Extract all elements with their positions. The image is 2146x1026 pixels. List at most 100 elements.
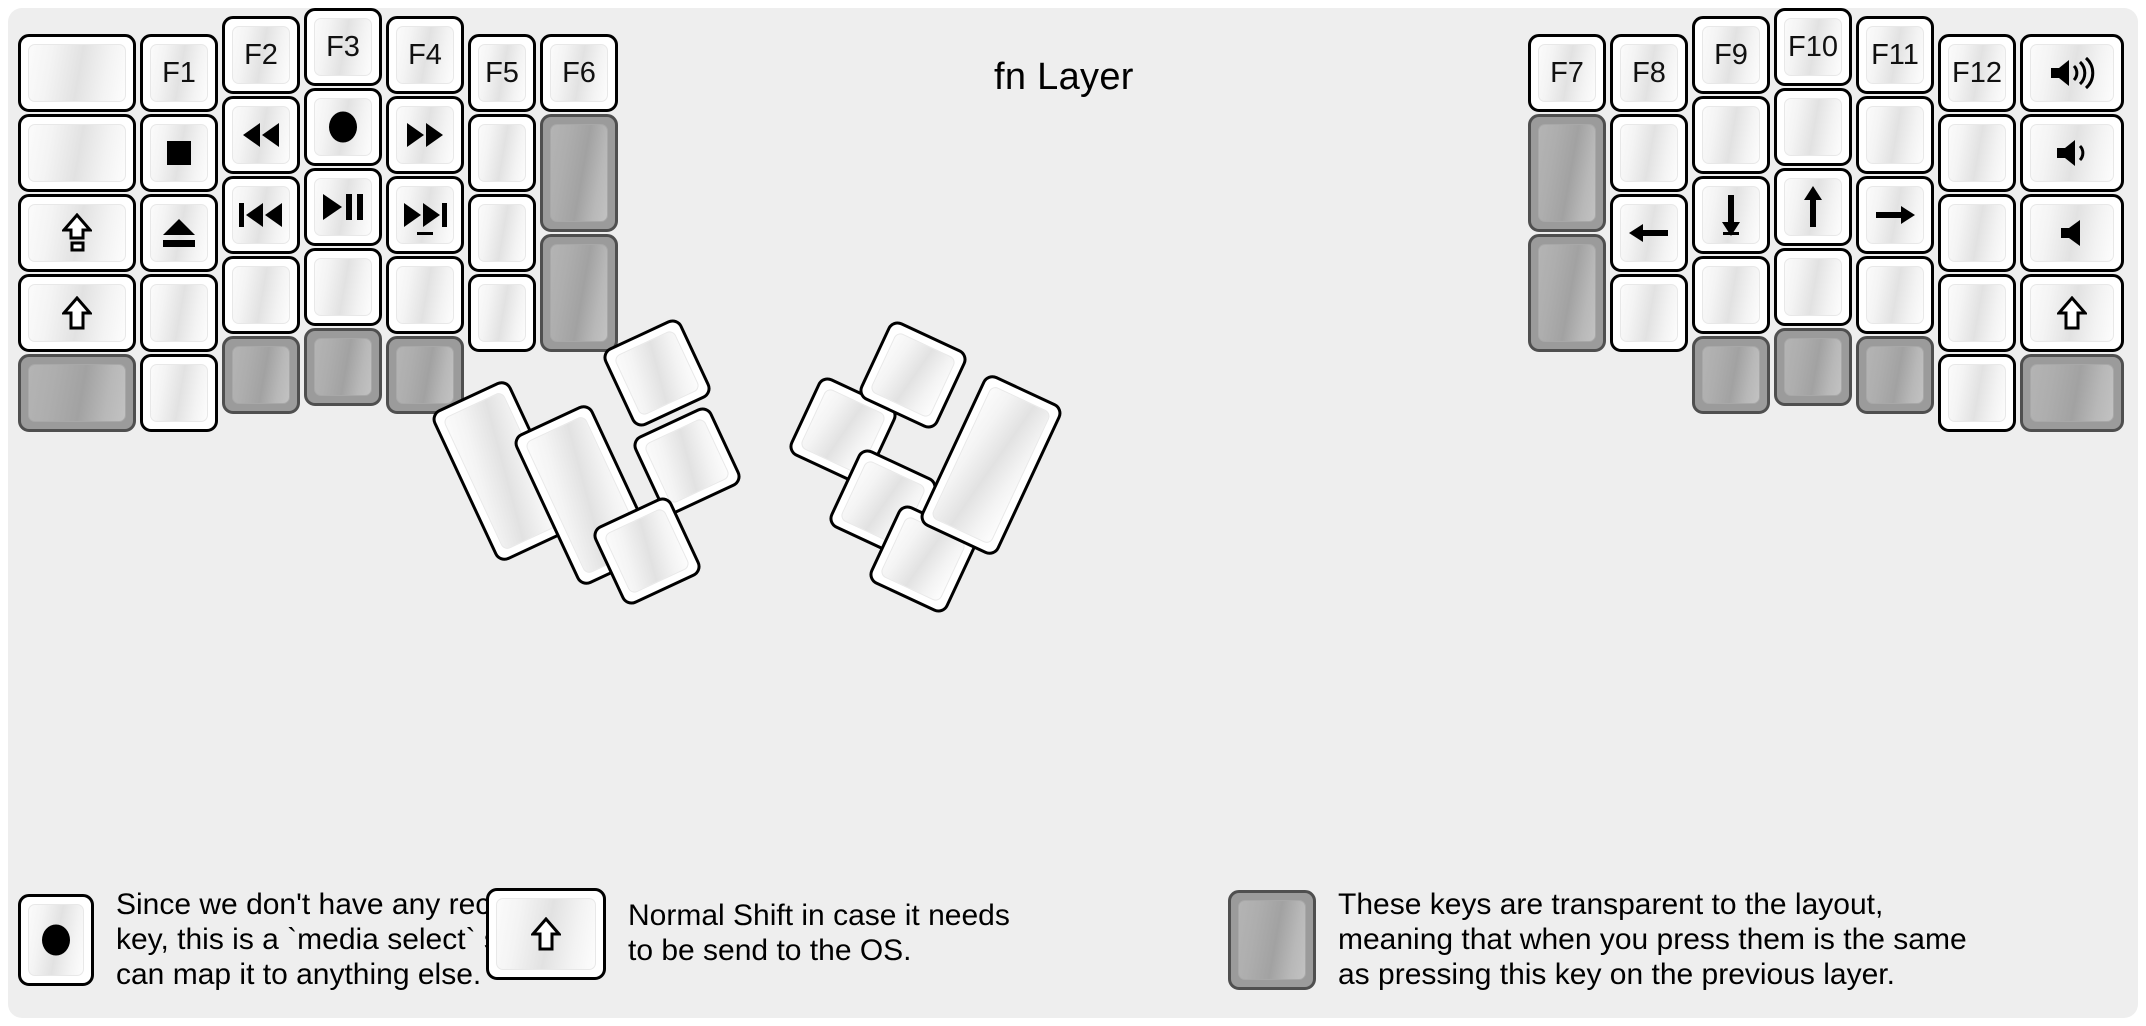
key-r-c3-r4[interactable] <box>1692 256 1770 334</box>
key-r-c5-r2[interactable] <box>1856 96 1934 174</box>
key-r-c7-r4-shift[interactable] <box>2020 274 2124 352</box>
key-r-c4-r2[interactable] <box>1774 88 1852 166</box>
key-l-c4-r2-media-record[interactable] <box>304 88 382 166</box>
keycap-surface <box>478 124 526 182</box>
key-l-c1-r4-shift[interactable] <box>18 274 136 352</box>
keycap-surface <box>478 284 526 342</box>
key-legend: F7 <box>1550 56 1584 89</box>
key-r-c2-r3-arrow-left[interactable] <box>1610 194 1688 272</box>
key-l-c5-r3-media-next-track[interactable] <box>386 176 464 254</box>
key-legend: F4 <box>408 38 442 71</box>
key-r-c2-r2[interactable] <box>1610 114 1688 192</box>
key-l-c3-r4[interactable] <box>222 256 300 334</box>
key-r-c2-r4[interactable] <box>1610 274 1688 352</box>
key-r-c1-r2[interactable] <box>1528 114 1606 232</box>
key-r-c4-r3-arrow-up[interactable] <box>1774 168 1852 246</box>
key-r-c5-r3-arrow-right[interactable] <box>1856 176 1934 254</box>
keycap-surface <box>396 26 454 84</box>
media-prev-track-icon <box>239 202 283 228</box>
key-l-c5-r5[interactable] <box>386 336 464 414</box>
key-l-c5-r2-media-fast-forward[interactable] <box>386 96 464 174</box>
key-l-c5-r4[interactable] <box>386 256 464 334</box>
keycap-surface <box>150 44 208 102</box>
shift-icon <box>531 917 561 951</box>
note-shift-text: Normal Shift in case it needs to be send… <box>628 899 1010 967</box>
keycap-surface <box>1538 244 1596 342</box>
keycap-surface <box>1702 106 1760 164</box>
volume-mute-icon <box>2059 217 2085 249</box>
key-l-c4-r5[interactable] <box>304 328 382 406</box>
key-l-c4-r1-f3[interactable]: F3 <box>304 8 382 86</box>
key-l-c7-r3[interactable] <box>540 234 618 352</box>
key-r-c1-r3[interactable] <box>1528 234 1606 352</box>
arrow-down-icon <box>1719 194 1743 236</box>
key-r-c7-r1-volume-up[interactable] <box>2020 34 2124 112</box>
keycap-surface <box>396 266 454 324</box>
keycap-surface <box>396 346 454 404</box>
key-l-c6-r4[interactable] <box>468 274 536 352</box>
key-l-c3-r5[interactable] <box>222 336 300 414</box>
key-l-c2-r3-media-eject[interactable] <box>140 194 218 272</box>
keycap-surface <box>1620 284 1678 342</box>
key-l-c4-r3-media-play-pause[interactable] <box>304 168 382 246</box>
key-r-c1-r1-f7[interactable]: F7 <box>1528 34 1606 112</box>
key-l-c7-r1-f6[interactable]: F6 <box>540 34 618 112</box>
key-r-c7-r2-volume-down[interactable] <box>2020 114 2124 192</box>
key-r-c5-r5[interactable] <box>1856 336 1934 414</box>
key-l-c2-r2-media-stop[interactable] <box>140 114 218 192</box>
key-l-c1-r3-caps-lock[interactable] <box>18 194 136 272</box>
key-legend: F6 <box>562 56 596 89</box>
key-l-c2-r4[interactable] <box>140 274 218 352</box>
key-l-c5-r1-f4[interactable]: F4 <box>386 16 464 94</box>
key-r-c3-r3-arrow-down[interactable] <box>1692 176 1770 254</box>
key-r-c7-r3-volume-mute[interactable] <box>2020 194 2124 272</box>
key-l-c1-r2[interactable] <box>18 114 136 192</box>
key-l-c3-r2-media-rewind[interactable] <box>222 96 300 174</box>
volume-down-icon <box>2055 137 2089 169</box>
keycap-surface <box>1866 106 1924 164</box>
media-record-icon <box>328 111 358 143</box>
key-underbar-marker <box>1723 232 1739 235</box>
shift-icon <box>62 296 92 330</box>
keycap-surface <box>1948 364 2006 422</box>
key-r-c2-r1-f8[interactable]: F8 <box>1610 34 1688 112</box>
keycap-surface <box>1784 18 1842 76</box>
keycap-surface <box>1948 204 2006 262</box>
key-r-c7-r5[interactable] <box>2020 354 2124 432</box>
key-l-c1-r1[interactable] <box>18 34 136 112</box>
keycap-surface <box>232 266 290 324</box>
key-l-c3-r1-f2[interactable]: F2 <box>222 16 300 94</box>
key-r-c5-r1-f11[interactable]: F11 <box>1856 16 1934 94</box>
key-l-c6-r1-f5[interactable]: F5 <box>468 34 536 112</box>
media-record-icon <box>41 924 71 956</box>
key-r-c3-r2[interactable] <box>1692 96 1770 174</box>
keycap-surface <box>869 331 957 419</box>
key-r-c4-r5[interactable] <box>1774 328 1852 406</box>
media-next-track-icon <box>403 202 447 228</box>
key-r-c4-r4[interactable] <box>1774 248 1852 326</box>
key-r-c3-r1-f9[interactable]: F9 <box>1692 16 1770 94</box>
key-l-c6-r3[interactable] <box>468 194 536 272</box>
key-l-c4-r4[interactable] <box>304 248 382 326</box>
key-r-c6-r5[interactable] <box>1938 354 2016 432</box>
keycap-surface <box>1866 266 1924 324</box>
key-l-c3-r3-media-prev-track[interactable] <box>222 176 300 254</box>
key-r-c6-r3[interactable] <box>1938 194 2016 272</box>
key-l-c2-r5[interactable] <box>140 354 218 432</box>
key-l-c6-r2[interactable] <box>468 114 536 192</box>
key-r-c6-r1-f12[interactable]: F12 <box>1938 34 2016 112</box>
key-r-c4-r1-f10[interactable]: F10 <box>1774 8 1852 86</box>
key-r-c6-r2[interactable] <box>1938 114 2016 192</box>
key-legend: F8 <box>1632 56 1666 89</box>
media-stop-icon <box>166 140 192 166</box>
key-l-c2-r1-f1[interactable]: F1 <box>140 34 218 112</box>
note-transparent-sample-key <box>1228 890 1316 991</box>
key-r-c6-r4[interactable] <box>1938 274 2016 352</box>
note-record-sample-key <box>18 894 94 987</box>
key-l-c7-r2[interactable] <box>540 114 618 232</box>
key-r-c3-r5[interactable] <box>1692 336 1770 414</box>
key-r-c5-r4[interactable] <box>1856 256 1934 334</box>
key-l-c1-r5[interactable] <box>18 354 136 432</box>
keycap-surface <box>1702 266 1760 324</box>
